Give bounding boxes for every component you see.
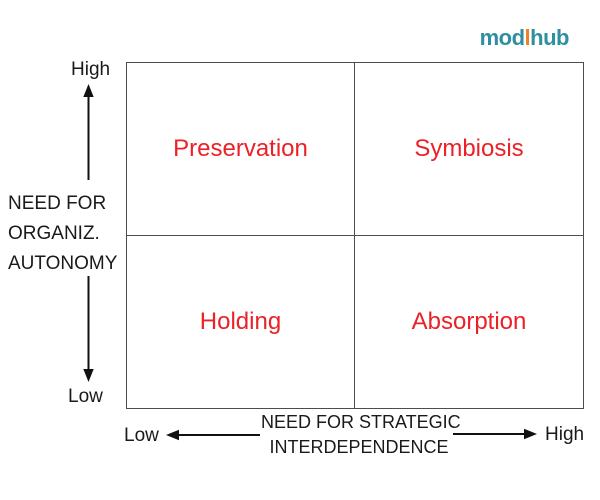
- logo-text-hub: hub: [530, 25, 569, 50]
- quadrant-preservation: Preservation: [127, 63, 355, 236]
- quadrant-label: Symbiosis: [414, 134, 524, 162]
- y-axis-title: NEED FOR ORGANIZ. AUTONOMY: [8, 189, 117, 279]
- y-axis-high-label: High: [71, 59, 111, 80]
- quadrant-label: Absorption: [411, 307, 527, 335]
- modlhub-logo: modlhub: [479, 25, 570, 51]
- x-axis-title: NEED FOR STRATEGIC INTERDEPENDENCE: [261, 410, 461, 460]
- x-axis-title-line: NEED FOR STRATEGIC: [261, 412, 461, 432]
- y-axis-title-line: AUTONOMY: [8, 253, 118, 274]
- down-arrow-icon: [83, 276, 94, 382]
- quadrant-absorption: Absorption: [355, 236, 583, 409]
- quadrant-label: Holding: [199, 307, 282, 335]
- x-axis-high-label: High: [545, 424, 585, 445]
- logo-text-mod: mod: [479, 25, 525, 50]
- x-axis-low-label: Low: [124, 425, 159, 446]
- y-axis-title-line: ORGANIZ.: [8, 223, 100, 244]
- logo-text-bar: l: [524, 25, 531, 50]
- quadrant-holding: Holding: [127, 235, 355, 408]
- up-arrow-icon: [83, 84, 94, 180]
- y-axis-low-label: Low: [68, 386, 103, 407]
- left-arrow-icon: [166, 429, 260, 441]
- y-axis-title-line: NEED FOR: [8, 193, 107, 214]
- quadrant-symbiosis: Symbiosis: [355, 63, 583, 236]
- quadrant-label: Preservation: [173, 134, 308, 162]
- x-axis-title-line: INTERDEPENDENCE: [269, 437, 449, 457]
- right-arrow-icon: [453, 428, 537, 440]
- integration-matrix: Preservation Symbiosis Holding Absorptio…: [126, 62, 584, 409]
